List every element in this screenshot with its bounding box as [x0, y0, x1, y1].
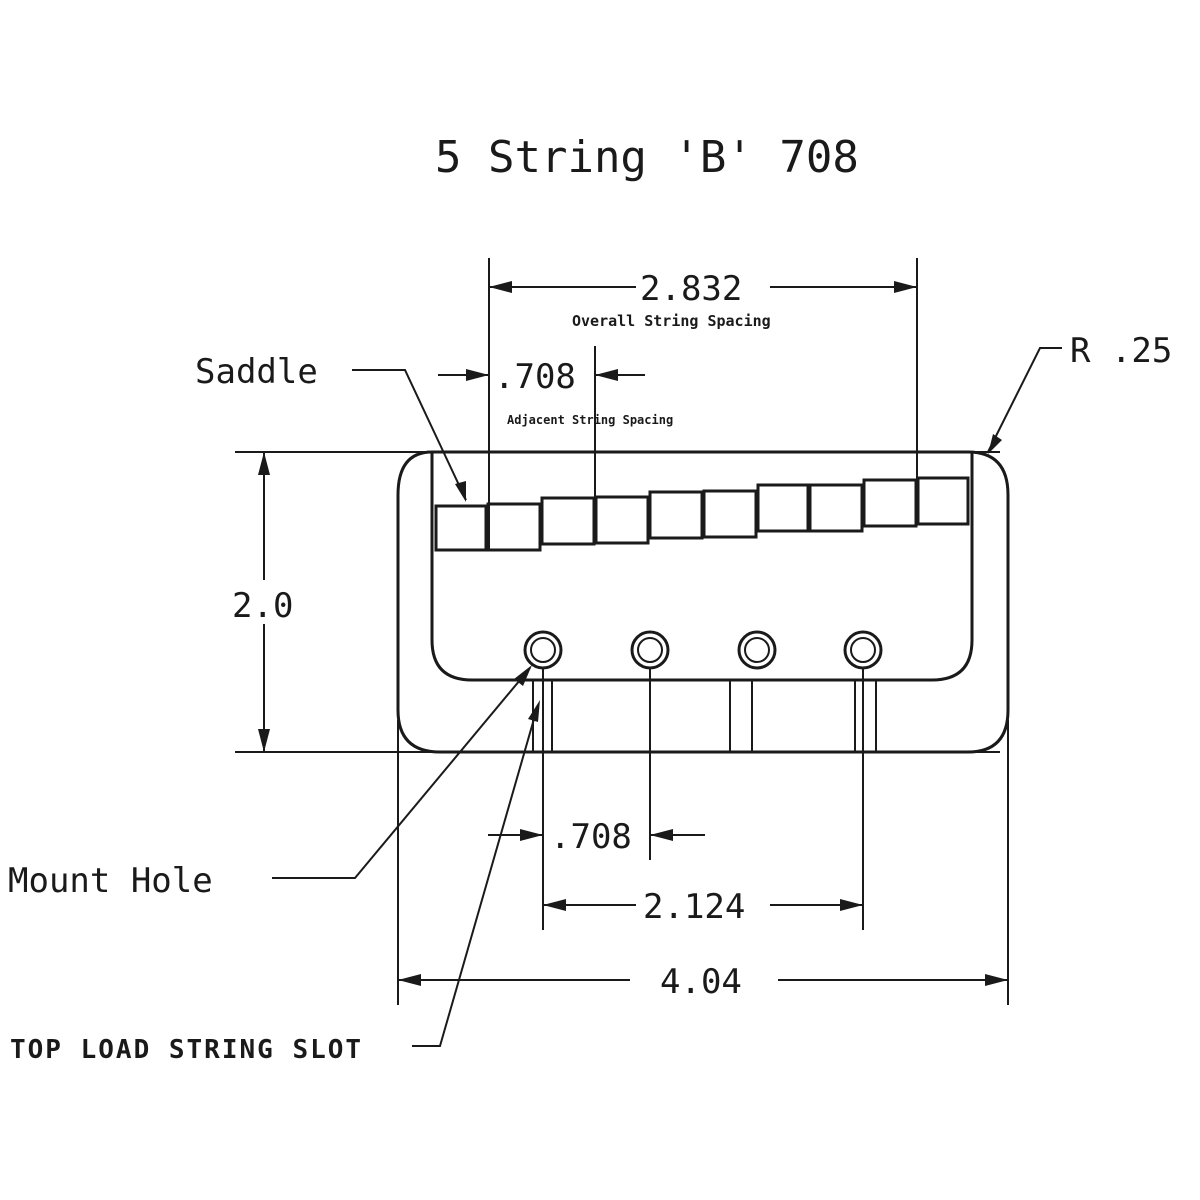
saddle-recess-outline	[430, 452, 974, 682]
arrowhead	[528, 700, 540, 722]
arrowhead	[985, 974, 1008, 986]
overall-spacing-caption: Overall String Spacing	[572, 312, 771, 330]
arrowhead	[514, 665, 532, 686]
saddle-leader-line	[352, 369, 467, 501]
saddle-label: Saddle	[195, 352, 318, 392]
arrowhead	[894, 281, 917, 293]
adjacent-spacing-caption: Adjacent String Spacing	[507, 413, 673, 427]
saddle-block	[540, 496, 596, 546]
mount-hole-inner	[637, 637, 663, 663]
mount-hole-inner	[850, 637, 876, 663]
mount-hole	[737, 630, 777, 670]
saddle-block	[434, 504, 488, 552]
arrowhead	[520, 829, 543, 841]
mount-holes	[523, 630, 883, 670]
mount-hole-label: Mount Hole	[8, 861, 213, 901]
top-load-slot-label: TOP LOAD STRING SLOT	[10, 1035, 363, 1065]
mount-hole-inner	[530, 637, 556, 663]
saddle-block	[648, 490, 704, 540]
arrowhead	[840, 899, 863, 911]
hole-spacing-value: .708	[550, 817, 632, 857]
overall-spacing-value: 2.832	[640, 269, 742, 309]
saddle-block	[808, 483, 864, 533]
height-label-bg	[226, 580, 302, 624]
overall-width-value: 4.04	[660, 962, 742, 1002]
bridge-plate-outline	[396, 450, 1010, 754]
height-value: 2.0	[232, 586, 293, 626]
arrowhead	[650, 829, 673, 841]
arrowhead	[258, 729, 270, 752]
top-load-slot-leader-line	[412, 704, 539, 1047]
radius-label: R .25	[1070, 331, 1172, 371]
adjacent-spacing-value: .708	[494, 357, 576, 397]
saddle-block	[486, 502, 542, 552]
diagram-title: 5 String 'B' 708	[435, 132, 859, 183]
arrowhead	[543, 899, 566, 911]
arrowhead	[988, 434, 1002, 454]
saddle-block	[702, 489, 758, 539]
saddle-block	[756, 483, 810, 533]
saddles	[434, 476, 970, 552]
arrowhead	[258, 452, 270, 475]
arrowhead	[489, 281, 512, 293]
arrowhead	[595, 369, 618, 381]
mount-hole-inner	[744, 637, 770, 663]
arrowhead	[466, 369, 489, 381]
string-slots	[532, 680, 877, 752]
saddle-block	[916, 476, 970, 526]
saddle-block	[862, 478, 918, 528]
arrowhead	[398, 974, 421, 986]
hole-span-value: 2.124	[643, 887, 745, 927]
saddle-block	[594, 495, 650, 545]
mount-hole-leader-line	[272, 667, 531, 879]
arrowhead	[455, 481, 466, 502]
radius-leader-line	[987, 347, 1062, 453]
